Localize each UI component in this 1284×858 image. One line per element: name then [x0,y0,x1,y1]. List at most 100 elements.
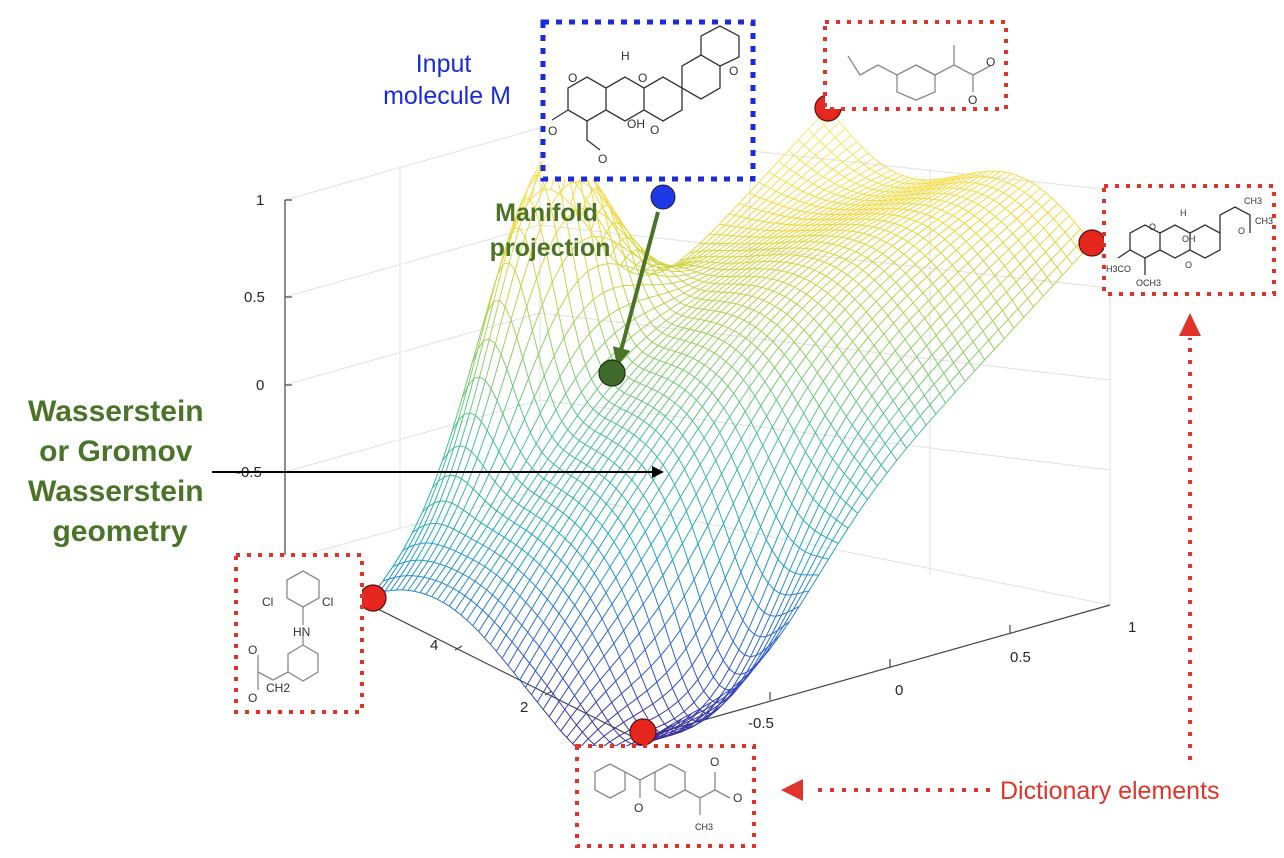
surface-mesh-line [831,201,838,204]
surface-mesh-line [848,361,855,371]
surface-mesh-line [765,277,772,280]
surface-mesh-line [710,311,721,323]
surface-mesh-line [398,547,409,565]
surface-mesh-line [771,550,779,560]
surface-mesh-line [585,701,597,714]
surface-mesh-line [758,242,769,251]
surface-mesh-line [420,542,427,544]
surface-mesh-line [839,179,851,187]
surface-mesh-line [627,236,634,241]
surface-mesh-line [703,308,710,311]
input-molecule-structure [551,25,740,151]
surface-mesh-line [510,285,522,320]
surface-mesh-line [890,370,898,380]
surface-mesh-line [815,155,822,161]
surface-mesh-line [558,597,570,614]
surface-mesh-line [796,574,808,595]
surface-mesh-line [635,444,647,460]
surface-mesh-line [457,385,469,422]
surface-mesh-line [725,349,737,362]
surface-mesh-line [759,312,766,317]
surface-mesh-line [718,243,729,251]
surface-mesh-line [480,522,488,528]
surface-mesh-line [820,515,831,535]
surface-mesh-line [597,630,609,645]
surface-mesh-line [552,605,560,614]
surface-mesh-line [866,257,873,263]
surface-mesh-line [748,192,755,196]
surface-mesh-line [512,199,524,230]
surface-mesh-line [605,691,613,703]
surface-mesh-line [518,503,525,509]
dictionary-point [1078,229,1106,257]
surface-mesh-line [687,691,695,703]
surface-mesh-line [897,249,905,255]
surface-mesh-line [890,169,898,174]
surface-mesh-line [1058,224,1066,233]
surface-mesh-line [912,365,923,378]
surface-mesh-line [1036,287,1044,297]
surface-mesh-line [762,353,770,361]
surface-mesh-line [593,655,605,670]
surface-mesh-line [851,230,858,233]
surface-mesh-line [650,321,657,330]
surface-mesh-line [607,204,615,211]
surface-mesh-line [926,276,934,284]
surface-mesh-line [572,422,584,437]
surface-mesh-line [713,275,720,277]
surface-mesh-line [775,222,782,225]
surface-mesh-line [900,198,912,204]
surface-mesh-line [456,556,468,572]
surface-mesh-line [506,494,513,501]
surface-mesh-line [622,285,630,305]
surface-mesh-line [570,528,582,545]
surface-mesh-line [690,342,698,345]
surface-mesh-line [587,644,599,659]
surface-mesh-line [660,435,668,443]
surface-mesh-line [1012,224,1023,234]
surface-mesh-line [623,225,630,235]
surface-mesh-line [945,314,957,326]
surface-mesh-line [700,331,707,335]
surface-mesh-line [1017,298,1029,310]
surface-mesh-line [830,497,841,516]
surface-mesh-line [551,489,562,505]
surface-mesh-line [666,276,673,284]
surface-mesh-line [744,205,751,208]
surface-mesh-line [805,356,813,365]
surface-mesh-line [674,267,681,272]
surface-mesh-line [495,650,503,659]
surface-mesh-line [728,203,740,215]
surface-mesh-line [586,199,597,217]
surface-mesh-line [885,291,893,299]
surface-mesh-line [791,262,798,265]
surface-mesh-line [697,525,709,544]
surface-mesh-line [627,417,639,432]
surface-mesh-line [853,198,860,201]
surface-mesh-line [673,724,681,731]
surface-mesh-line [824,398,836,416]
surface-mesh-line [752,243,764,251]
surface-mesh-line [692,256,704,263]
surface-mesh-line [544,554,556,571]
surface-mesh-line [913,245,920,251]
surface-mesh-line [476,541,484,546]
surface-mesh-line [672,543,683,561]
surface-mesh-line [685,510,693,527]
surface-mesh-line [937,212,948,220]
surface-mesh-line [980,303,988,313]
surface-mesh-line [830,229,841,237]
surface-mesh-line [847,231,858,240]
surface-mesh-line [891,288,902,299]
surface-mesh-line [509,526,521,542]
surface-mesh-line [664,416,672,423]
surface-mesh-line [608,458,615,464]
surface-mesh-line [733,393,740,403]
surface-mesh-line [646,272,654,286]
surface-mesh-line [628,366,639,378]
surface-mesh-line [418,575,425,578]
surface-mesh-line [699,448,711,465]
surface-mesh-line [825,331,832,339]
surface-mesh-line [595,701,603,712]
surface-mesh-line [713,422,721,433]
